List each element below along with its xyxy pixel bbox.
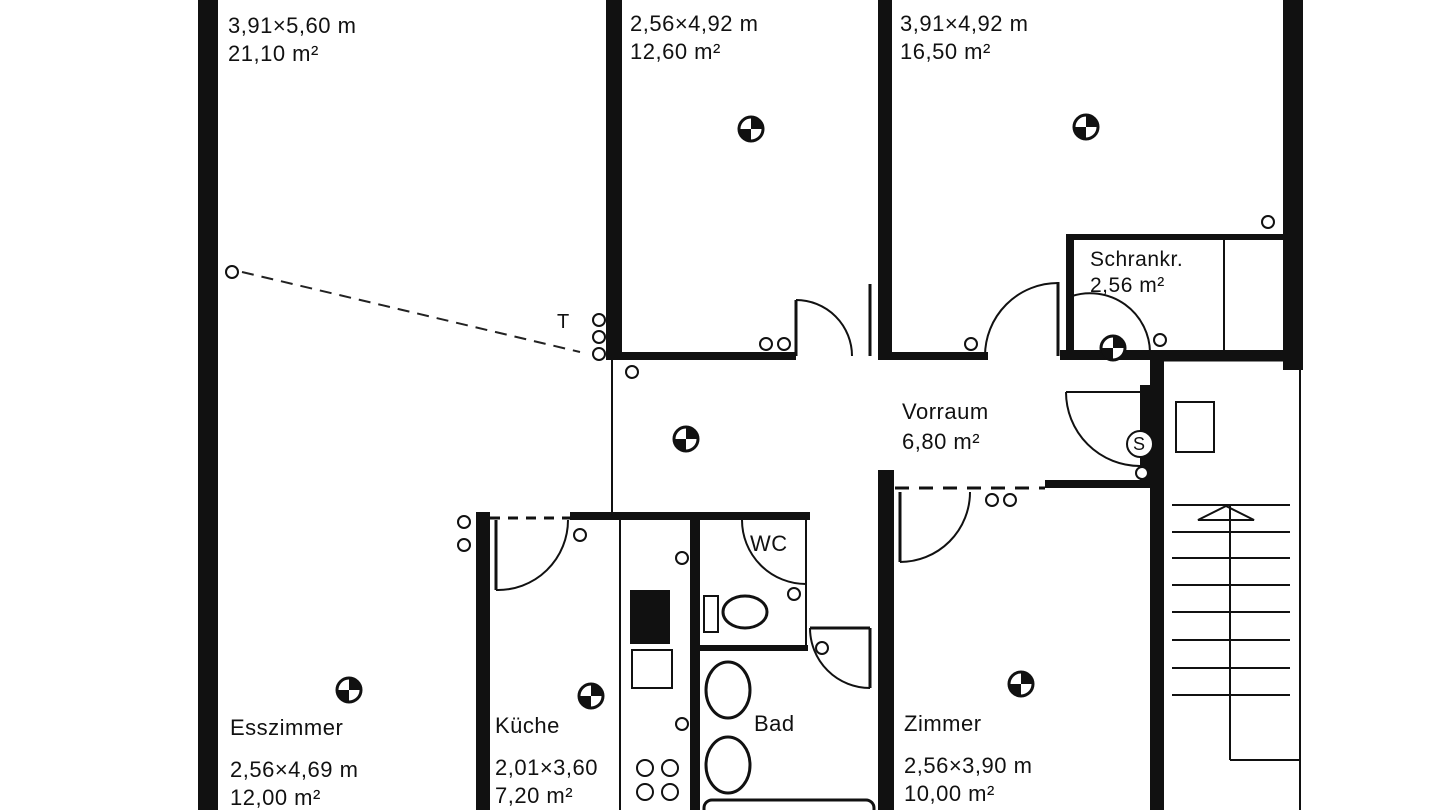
room-dims: 3,91×4,92 m [900, 11, 1029, 36]
switch-icon [225, 215, 1275, 731]
room-name: Esszimmer [230, 715, 344, 740]
sink-icon [704, 660, 752, 720]
room-name: Zimmer [904, 711, 982, 736]
room-area: 10,00 m² [904, 781, 995, 806]
room-dims: 2,56×3,90 m [904, 753, 1033, 778]
room-name: WC [750, 531, 788, 556]
room-area: 6,80 m² [902, 429, 981, 454]
meter-symbol: S [1133, 434, 1146, 454]
wall-h-right [878, 352, 988, 360]
room-area: 12,60 m² [630, 39, 721, 64]
wall-zimmer-top [1045, 480, 1150, 488]
cable-line [241, 271, 581, 353]
telephone-symbol: T [557, 311, 570, 333]
room-dims: 2,56×4,92 m [630, 11, 759, 36]
meter-icon [1126, 430, 1154, 458]
room-area: 7,20 m² [495, 783, 574, 808]
room-name: Vorraum [902, 399, 989, 424]
wall-h-mid [606, 352, 796, 360]
room-name: Bad [754, 711, 795, 736]
room-area: 2,56 m² [1090, 274, 1165, 297]
wall-h-right2 [1060, 350, 1300, 360]
room-name: Küche [495, 713, 560, 738]
room-name: Schrankr. [1090, 248, 1184, 271]
wall-bad-left [690, 512, 700, 810]
room-area: 16,50 m² [900, 39, 991, 64]
staircase [1172, 504, 1300, 761]
room-dims: 2,56×4,69 m [230, 757, 359, 782]
wall-wc-bottom [696, 645, 808, 651]
wall-schrank-left [1066, 234, 1074, 358]
room-dims: 2,01×3,60 [495, 755, 598, 780]
door-swings [494, 282, 1151, 689]
wall-left [198, 0, 218, 810]
wall-mid-upper [606, 0, 622, 360]
wall-schrank-top [1066, 234, 1286, 240]
room-dims: 3,91×5,60 m [228, 13, 357, 38]
room-area: 12,00 m² [230, 785, 321, 810]
toilet-icon [721, 594, 769, 630]
stove-icon [630, 590, 670, 644]
wall-zimmer-left [878, 470, 894, 810]
wall-outer-right [1283, 0, 1303, 370]
room-area: 21,10 m² [228, 41, 319, 66]
ceiling-light-icon [335, 113, 1127, 710]
wall-right-room [878, 0, 892, 360]
wall-kueche-left [476, 512, 490, 810]
wall-stair-left [1150, 358, 1164, 810]
